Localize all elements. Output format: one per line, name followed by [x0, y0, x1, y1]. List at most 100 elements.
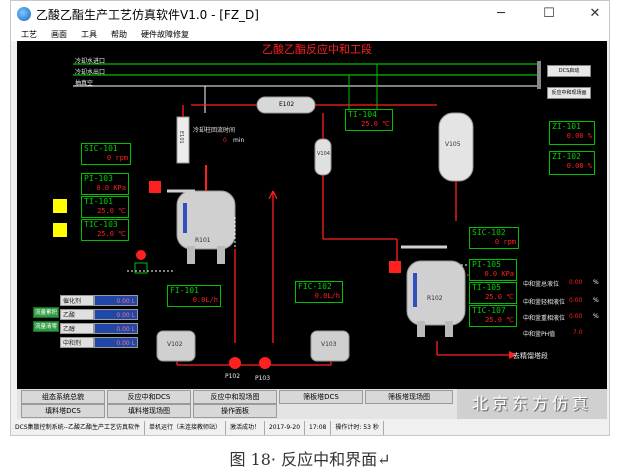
reflux-value: 0: [223, 137, 227, 144]
feed-label: 中和剂: [60, 337, 94, 348]
pi105-tag[interactable]: PI-105 0.0 KPa: [469, 259, 517, 281]
fi101-tag[interactable]: FI-101 0.0L/h: [167, 285, 221, 307]
tag-value: 0.0 KPa: [484, 270, 514, 278]
ti101-tag[interactable]: TI-101 25.0 ℃: [81, 196, 129, 218]
title-bar: 乙酸乙酯生产工艺仿真软件V1.0 - [FZ_D] ─ ☐ ✕: [11, 1, 609, 27]
tag-value: 0 rpm: [494, 238, 516, 246]
p103-label: P103: [255, 375, 271, 382]
minimize-icon[interactable]: ─: [497, 6, 505, 21]
tag-value: 0.0L/h: [314, 292, 340, 300]
figure-caption: 图 18· 反应中和界面↵: [229, 450, 391, 469]
fic102-tag[interactable]: FIC-102 0.0L/h: [295, 281, 343, 303]
tag-value: 0.0L/h: [192, 296, 218, 304]
nav-packed-field-button[interactable]: 填料塔现场图: [107, 404, 191, 418]
tag-value: 25.0 ℃: [97, 230, 126, 238]
nav-packed-dcs-button[interactable]: 填料塔DCS: [21, 404, 105, 418]
tag-name: ZI-101: [552, 122, 581, 131]
pi103-tag[interactable]: PI-103 0.0 KPa: [81, 173, 129, 195]
app-logo-icon: [17, 7, 31, 21]
status-bar: DCS集散控制系统--乙酸乙酯生产工艺仿真软件 单机运行（未连接教师站） 激活成…: [11, 421, 609, 435]
ti105-tag[interactable]: TI-105 25.0 ℃: [469, 282, 517, 304]
valve-symbol-icon: [134, 262, 148, 274]
tag-value: 25.0 ℃: [485, 316, 514, 324]
readout-value: 0.00: [569, 297, 583, 304]
readout-value: 0.00: [569, 279, 583, 286]
p103-pump-icon: [259, 357, 271, 369]
nav-reaction-field-button[interactable]: 反应中和现场图: [193, 390, 277, 404]
nav-overview-button[interactable]: 组态系统总貌: [21, 390, 105, 404]
v102-tank: [156, 330, 196, 362]
process-canvas: 冷却水进口 冷却水出口 抽真空 乙酸乙酯反应中和工段 DCS启动 反应中和现场画…: [17, 41, 607, 389]
app-window: 乙酸乙酯生产工艺仿真软件V1.0 - [FZ_D] ─ ☐ ✕ 工艺 画面 工具…: [10, 0, 610, 436]
cooling-in-label: 冷却水进口: [75, 58, 106, 65]
feed-label: 催化剂: [60, 295, 94, 306]
r101-motor-icon: [149, 181, 161, 193]
r102-motor-icon: [389, 261, 401, 273]
status-app: DCS集散控制系统--乙酸乙酯生产工艺仿真软件: [11, 421, 145, 435]
readout-value: 7.0: [573, 329, 583, 336]
vacuum-label: 抽真空: [75, 80, 94, 87]
p102-pump-icon: [229, 357, 241, 369]
close-icon[interactable]: ✕: [589, 6, 601, 21]
tic107-tag[interactable]: TIC-107 25.0 ℃: [469, 305, 517, 327]
dcs-start-button[interactable]: DCS启动: [547, 65, 591, 77]
process-diagram: [73, 61, 541, 369]
readout-label: 中和釜轻相液位: [523, 299, 566, 306]
feed-value: 0.00 L: [94, 323, 138, 334]
status-timer: 操作计时: 53 秒: [331, 421, 384, 435]
navigation-panel: 组态系统总貌 反应中和DCS 反应中和现场图 筛板塔DCS 筛板塔现场图 填料塔…: [17, 389, 607, 419]
e102-label: E102: [279, 101, 295, 108]
menu-item-screen[interactable]: 画面: [51, 29, 67, 39]
maximize-icon[interactable]: ☐: [543, 6, 555, 21]
status-activation: 激活成功！: [226, 421, 265, 435]
v104-label: V104: [317, 151, 330, 157]
tag-name: TI-101: [84, 197, 113, 206]
readout-unit: %: [593, 297, 599, 304]
tic103-tag[interactable]: TIC-103 25.0 ℃: [81, 219, 129, 241]
nav-operation-panel-button[interactable]: 操作面板: [193, 404, 277, 418]
tag-name: FIC-102: [298, 282, 332, 291]
menu-item-process[interactable]: 工艺: [21, 29, 37, 39]
sic102-tag[interactable]: SIC-102 0 rpm: [469, 227, 519, 249]
readout-unit: %: [593, 279, 599, 286]
feed-label: 乙酸: [60, 309, 94, 320]
tag-value: 25.0 ℃: [485, 293, 514, 301]
readout-value: 0.00: [569, 313, 583, 320]
nav-reaction-dcs-button[interactable]: 反应中和DCS: [107, 390, 191, 404]
alarm-light-1: [53, 199, 67, 213]
window-title: 乙酸乙酯生产工艺仿真软件V1.0 - [FZ_D]: [36, 7, 259, 22]
zi101-tag[interactable]: ZI-101 0.00 %: [549, 121, 595, 145]
flow-accumulate-button[interactable]: 流量累积: [33, 307, 59, 318]
feed-row: 乙酸 0.00 L: [60, 309, 138, 320]
menu-item-help[interactable]: 帮助: [111, 29, 127, 39]
v104-vessel: [314, 138, 332, 176]
zi102-tag[interactable]: ZI-102 0.00 %: [549, 151, 595, 175]
readout-label: 中和釜PH值: [523, 331, 556, 338]
valve-icon: [136, 250, 146, 260]
readout-label: 中和釜总液位: [523, 281, 560, 288]
field-view-button[interactable]: 反应中和现场画: [547, 87, 591, 99]
tag-name: TIC-107: [472, 306, 506, 315]
tag-value: 0.00 %: [566, 132, 592, 140]
feed-row: 催化剂 0.00 L: [60, 295, 138, 306]
v105-label: V105: [445, 141, 461, 148]
v102-label: V102: [167, 341, 183, 348]
tag-name: FI-101: [170, 286, 199, 295]
v103-label: V103: [321, 341, 337, 348]
reflux-unit: min: [233, 137, 245, 144]
feed-row: 中和剂 0.00 L: [60, 337, 138, 348]
brand-logo: 北京东方仿真: [457, 389, 607, 419]
tag-value: 0 rpm: [106, 154, 128, 162]
tag-value: 0.0 KPa: [96, 184, 126, 192]
sic101-tag[interactable]: SIC-101 0 rpm: [81, 143, 131, 165]
menu-bar: 工艺 画面 工具 帮助 硬件故障修复: [11, 27, 609, 41]
flow-reset-button[interactable]: 流量清零: [33, 321, 59, 332]
e101-label: E101: [178, 131, 184, 144]
nav-sieve-field-button[interactable]: 筛板塔现场图: [365, 390, 453, 404]
menu-item-tools[interactable]: 工具: [81, 29, 97, 39]
feed-value: 0.00 L: [94, 309, 138, 320]
ti104-tag[interactable]: TI-104 25.0 ℃: [345, 109, 393, 131]
menu-item-hardware-fix[interactable]: 硬件故障修复: [141, 29, 189, 39]
tag-name: TIC-103: [84, 220, 118, 229]
nav-sieve-dcs-button[interactable]: 筛板塔DCS: [279, 390, 363, 404]
